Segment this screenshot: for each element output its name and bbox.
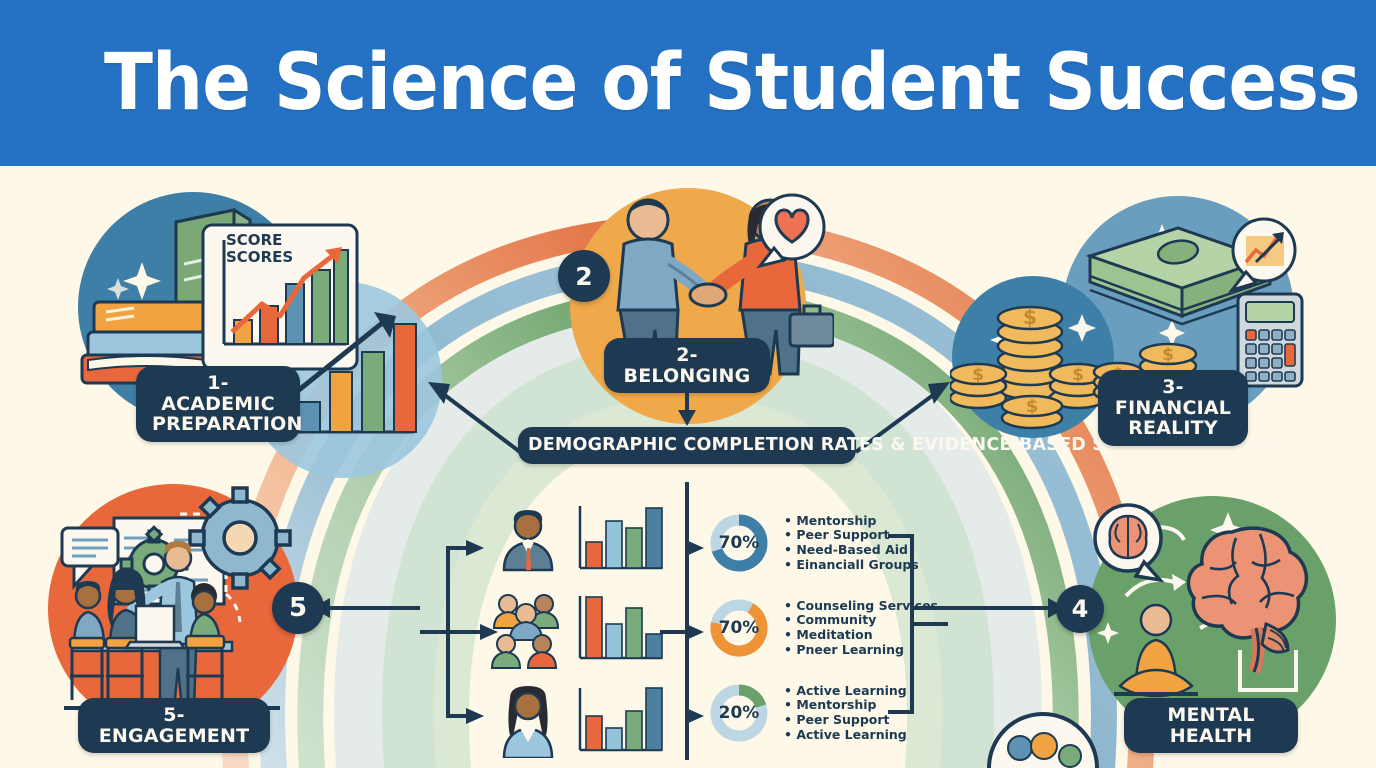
svg-text:$: $ <box>1023 305 1037 329</box>
success-factors-list-3: Active Learning Mentorship Peer Support … <box>784 683 907 743</box>
student-group-icon <box>490 594 560 669</box>
score-chart-caption: SCORE SCORES <box>226 231 294 267</box>
community-people-circle-icon <box>987 712 1099 768</box>
completion-donut-1: 70% <box>708 512 770 574</box>
score-chart-card <box>201 223 359 371</box>
growth-chart-speech-bubble-icon <box>1228 217 1297 293</box>
heart-speech-bubble-icon <box>756 193 826 269</box>
success-factors-list-2: Counseling Services Community Meditation… <box>784 598 938 658</box>
factor-item: Need-Based Aid <box>784 542 919 558</box>
factor-item: Pneer Learning <box>784 642 938 658</box>
completion-rate-row-1: 70% Mentorship Peer Support Need-Based A… <box>708 512 919 574</box>
factor-item: Counseling Services <box>784 598 938 614</box>
completion-rate-2: 70% <box>718 618 760 638</box>
brain-meditation-icon <box>1097 512 1309 698</box>
page-title: The Science of Student Success <box>104 38 1361 128</box>
professional-woman-icon <box>502 686 554 758</box>
magnified-bar-chart-icon <box>272 312 417 434</box>
success-factors-list-1: Mentorship Peer Support Need-Based Aid E… <box>784 513 919 573</box>
factor-item: Meditation <box>784 627 938 643</box>
svg-text:$: $ <box>972 365 984 385</box>
svg-text:$: $ <box>1072 365 1084 385</box>
hub-label[interactable]: DEMOGRAPHIC COMPLETION RATES & EVIDENCE-… <box>518 427 1279 464</box>
factor-item: Mentorship <box>784 513 919 529</box>
header-banner: The Science of Student Success <box>0 0 1376 166</box>
completion-rate-row-2: 70% Counseling Services Community Medita… <box>708 597 938 659</box>
factor-item: Peer Support <box>784 712 907 728</box>
section-4-badge[interactable]: 4 <box>1056 585 1104 633</box>
section-2-badge[interactable]: 2 <box>558 250 610 302</box>
completion-rate-3: 20% <box>718 703 760 723</box>
completion-rate-row-3: 20% Active Learning Mentorship Peer Supp… <box>708 682 907 744</box>
factor-item: Active Learning <box>784 683 906 699</box>
section-1-label[interactable]: 1- ACADEMIC PREPARATION <box>136 366 302 442</box>
factor-item: Peer Support <box>784 528 919 543</box>
professional-man-icon <box>502 510 554 572</box>
classroom-gears-icon <box>60 486 292 712</box>
svg-text:$: $ <box>1026 396 1039 417</box>
section-5-label[interactable]: 5- ENGAGEMENT <box>78 698 270 754</box>
section-3-label[interactable]: 3- FINANCIAL REALITY <box>1098 370 1248 446</box>
completion-donut-3: 20% <box>708 682 770 744</box>
group-1-bar-chart <box>578 506 663 570</box>
completion-rate-1: 70% <box>718 533 760 553</box>
section-4-label[interactable]: MENTAL HEALTH <box>1124 698 1298 754</box>
section-5-badge[interactable]: 5 <box>272 582 324 634</box>
factor-item: Community <box>784 613 938 628</box>
group-2-bar-chart <box>578 596 663 660</box>
completion-donut-2: 70% <box>708 597 770 659</box>
group-3-bar-chart <box>578 687 663 752</box>
svg-text:$: $ <box>1162 345 1174 365</box>
factor-item: Mentorship <box>784 698 907 713</box>
brain-speech-bubble-icon <box>1093 503 1165 583</box>
factor-item: Einanciall Groups <box>784 557 918 573</box>
factor-item: Active Learning <box>784 727 906 743</box>
